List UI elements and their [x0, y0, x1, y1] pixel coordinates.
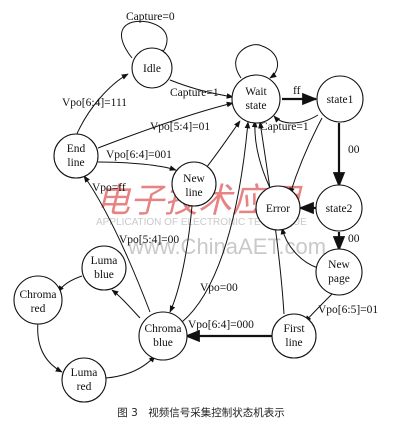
label-vpo54-00: Vpo[5:4]=00 — [119, 234, 179, 246]
edge-newline-to-wait — [205, 120, 241, 169]
node-lumablue-label-2: blue — [94, 269, 114, 281]
edge-wait-self-loop — [235, 44, 278, 79]
node-chromablue-label-2: blue — [153, 337, 173, 349]
label-vpo64-000: Vpo[6:4]=000 — [188, 319, 254, 331]
node-endline-label-2: line — [67, 157, 84, 169]
label-capture1-state1: Capture=1 — [260, 121, 309, 133]
label-vpo65-01: Vpo[6:5]=01 — [318, 304, 378, 316]
node-newpage-label-2: page — [328, 273, 350, 285]
label-vpo-ff: Vpo=ff — [92, 182, 126, 194]
label-capture1-idle: Capture=1 — [170, 87, 219, 99]
edge-error-to-wait — [251, 120, 271, 189]
edge-idle-to-wait — [169, 79, 234, 99]
label-00-state2: 00 — [348, 233, 360, 245]
node-wait-label-1: Wait — [245, 86, 267, 98]
node-newline-label-1: New — [183, 173, 205, 185]
edge-chromared-to-lumared — [37, 321, 63, 373]
node-lumared-label-1: Luma — [71, 367, 98, 379]
node-new-line: New line — [171, 161, 217, 207]
edge-endline-to-newline — [97, 161, 177, 171]
edge-chromablue-to-endline — [83, 175, 151, 313]
node-end-line: End line — [53, 133, 99, 179]
edge-lumablue-to-chromared — [57, 275, 83, 293]
node-state1-label: state1 — [327, 94, 354, 106]
edge-chromablue-to-wait — [181, 121, 251, 323]
edge-endline-to-idle — [75, 73, 129, 137]
node-idle: Idle — [131, 47, 173, 89]
label-vpo54-01: Vpo[5:4]=01 — [150, 121, 210, 133]
label-vpo64-111: Vpo[6:4]=111 — [62, 97, 127, 109]
watermark-url: www.ChinaAET.com — [127, 234, 326, 259]
node-newline-label-2: line — [185, 187, 202, 199]
edge-newpage-to-error — [280, 227, 319, 269]
figure-caption: 图 3 视频信号采集控制状态机表示 — [117, 406, 285, 419]
node-newpage-label-1: New — [328, 259, 350, 271]
node-state1: state1 — [316, 75, 364, 123]
label-ff: ff — [293, 85, 301, 97]
node-error: Error — [255, 185, 301, 231]
node-state2-label: state2 — [326, 203, 353, 215]
watermark-english: APPLICATION OF ELECTRONIC TECHNIQUE — [96, 217, 307, 228]
node-state2: state2 — [315, 184, 363, 232]
node-wait-state: Wait state — [231, 74, 281, 124]
node-endline-label-1: End — [67, 143, 86, 155]
edge-newline-to-chromablue — [169, 205, 193, 313]
node-lumablue-label-1: Luma — [91, 255, 118, 267]
node-new-page: New page — [315, 248, 363, 296]
edge-chromablue-to-lumablue — [111, 289, 141, 319]
label-vpo-00: Vpo=00 — [200, 282, 238, 294]
edge-idle-self-loop — [120, 20, 168, 59]
node-wait-label-2: state — [245, 100, 266, 112]
label-capture0: Capture=0 — [126, 11, 175, 23]
node-idle-label: Idle — [143, 63, 161, 75]
node-chromared-label-1: Chroma — [19, 289, 56, 301]
edge-endline-to-wait — [97, 101, 234, 149]
label-00-state1: 00 — [348, 144, 360, 156]
node-firstline-label-2: line — [285, 337, 302, 349]
node-chroma-blue: Chroma blue — [138, 311, 188, 361]
node-luma-blue: Luma blue — [81, 245, 127, 291]
edge-state1-to-error — [289, 117, 323, 195]
node-lumared-label-2: red — [77, 381, 92, 393]
node-chromablue-label-1: Chroma — [144, 323, 181, 335]
node-firstline-label-1: First — [283, 323, 305, 335]
node-chromared-label-2: red — [31, 303, 46, 315]
node-luma-red: Luma red — [61, 357, 107, 403]
edge-state1-to-wait — [273, 114, 319, 124]
node-first-line: First line — [271, 313, 317, 359]
label-vpo64-001: Vpo[6:4]=001 — [106, 149, 172, 161]
node-error-label: Error — [266, 203, 290, 215]
edge-lumared-to-chromablue — [105, 355, 156, 379]
node-chroma-red: Chroma red — [13, 275, 63, 325]
